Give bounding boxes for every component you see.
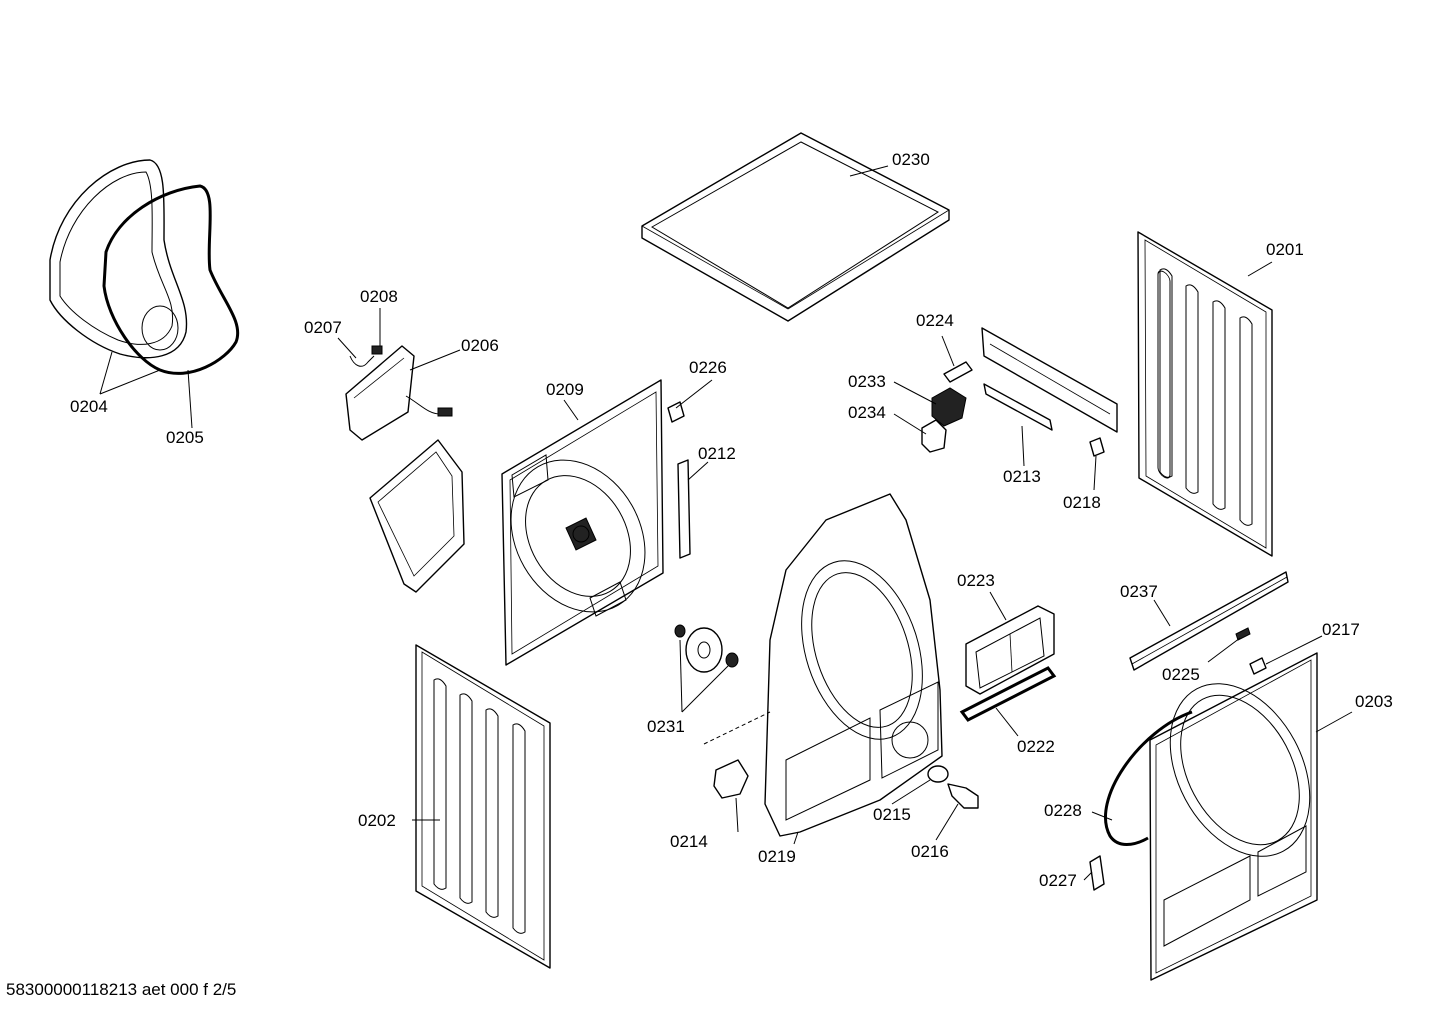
callout-0237: 0237 — [1120, 582, 1158, 601]
part-clip-0218[interactable] — [1089, 437, 1105, 457]
part-switch-0234[interactable] — [921, 419, 947, 453]
part-door-inner[interactable] — [49, 159, 188, 359]
part-clip-0225[interactable] — [1235, 627, 1251, 641]
part-bracket-0227[interactable] — [1089, 855, 1105, 891]
callout-0224: 0224 — [916, 311, 954, 330]
part-door-seal-0205[interactable] — [102, 184, 240, 375]
part-clip-0226[interactable] — [667, 401, 685, 423]
part-strip[interactable] — [1129, 571, 1289, 671]
callout-0226: 0226 — [689, 358, 727, 377]
drawing-id-label: 58300000118213 aet 000 f 2/5 — [6, 980, 237, 999]
callout-0216: 0216 — [911, 842, 949, 861]
callout-0202: 0202 — [358, 811, 396, 830]
part-knob-0215[interactable] — [927, 765, 949, 783]
callout-0201: 0201 — [1266, 240, 1304, 259]
callout-0225: 0225 — [1162, 665, 1200, 684]
part-door-seal[interactable] — [1104, 710, 1193, 846]
part-roller[interactable] — [674, 624, 739, 673]
callout-0231: 0231 — [647, 717, 685, 736]
part-switch-0233[interactable] — [931, 387, 967, 427]
callout-0205: 0205 — [166, 428, 204, 447]
part-wire-0207[interactable] — [349, 355, 375, 367]
part-right-side-panel[interactable] — [1137, 231, 1273, 557]
callout-0212: 0212 — [698, 444, 736, 463]
callout-0206: 0206 — [461, 336, 499, 355]
callout-0208: 0208 — [360, 287, 398, 306]
callout-0218: 0218 — [1063, 493, 1101, 512]
callout-0203: 0203 — [1355, 692, 1393, 711]
callout-labels: 0230 0201 0202 0203 0204 0205 0206 0207 … — [70, 150, 1393, 890]
callout-0228: 0228 — [1044, 801, 1082, 820]
part-filter[interactable] — [965, 605, 1055, 695]
part-housing-0206[interactable] — [345, 345, 453, 441]
part-knob-0216[interactable] — [947, 783, 979, 809]
callout-0222: 0222 — [1017, 737, 1055, 756]
callout-0217: 0217 — [1322, 620, 1360, 639]
callout-0214: 0214 — [670, 832, 708, 851]
callout-0209: 0209 — [546, 380, 584, 399]
part-control-bracket[interactable] — [981, 327, 1118, 433]
part-latch-0214[interactable] — [713, 759, 749, 799]
part-top-cover[interactable] — [641, 132, 950, 322]
callout-0215: 0215 — [873, 805, 911, 824]
part-front-panel[interactable] — [1142, 652, 1338, 981]
part-left-side-panel[interactable] — [415, 644, 551, 969]
callout-0219: 0219 — [758, 847, 796, 866]
part-gasket[interactable] — [959, 666, 1057, 722]
part-hook-0217[interactable] — [1249, 657, 1267, 675]
callout-0234: 0234 — [848, 403, 886, 422]
part-connector-0208[interactable] — [371, 345, 383, 355]
callout-0233: 0233 — [848, 372, 886, 391]
part-rear-panel[interactable] — [484, 379, 671, 666]
callout-0230: 0230 — [892, 150, 930, 169]
callout-0207: 0207 — [304, 318, 342, 337]
part-air-duct[interactable] — [369, 439, 465, 593]
callout-0204: 0204 — [70, 397, 108, 416]
callout-0223: 0223 — [957, 571, 995, 590]
part-switch-cap[interactable] — [943, 361, 973, 383]
leader-lines — [99, 165, 1353, 881]
callout-0227: 0227 — [1039, 871, 1077, 890]
callout-0213: 0213 — [1003, 467, 1041, 486]
part-bearing-shield[interactable] — [764, 493, 944, 837]
part-hinge-strip[interactable] — [677, 459, 691, 559]
